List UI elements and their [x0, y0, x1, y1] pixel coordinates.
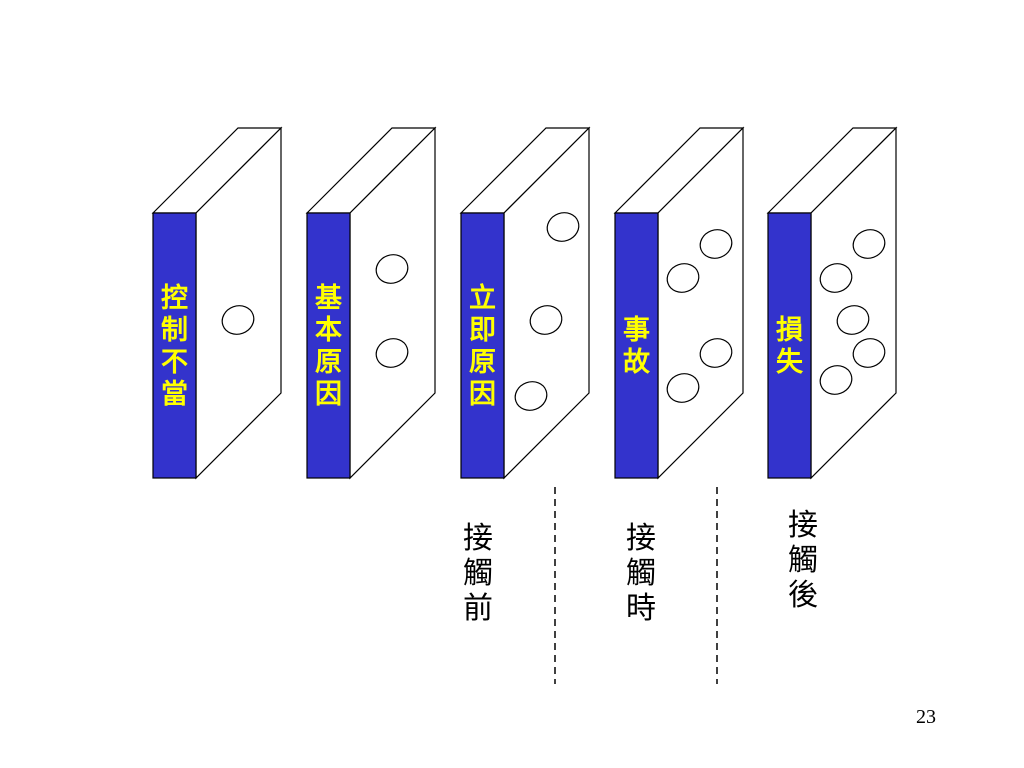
domino-hole — [375, 254, 409, 284]
phase-label-2: 接觸時 — [626, 521, 656, 626]
domino-spine — [460, 212, 505, 479]
domino-hole — [514, 381, 548, 411]
domino-hole — [836, 305, 870, 335]
domino-label: 控制不當 — [161, 283, 188, 410]
domino-spine — [306, 212, 351, 479]
domino-1: 控制不當 — [151, 126, 283, 480]
domino-hole — [852, 229, 886, 259]
domino-label: 事故 — [623, 315, 650, 378]
domino-hole — [546, 212, 580, 242]
domino-5: 損失 — [766, 126, 898, 480]
domino-hole — [666, 373, 700, 403]
domino-hole — [699, 338, 733, 368]
page-number: 23 — [916, 706, 936, 728]
domino-hole — [529, 305, 563, 335]
domino-label: 基本原因 — [315, 283, 343, 410]
domino-2: 基本原因 — [305, 126, 437, 480]
domino-label: 損失 — [776, 315, 804, 378]
domino-spine — [614, 212, 659, 479]
domino-3: 立即原因 — [459, 126, 591, 480]
domino-hole — [375, 338, 409, 368]
phase-label-1: 接觸前 — [463, 521, 493, 626]
domino-4: 事故 — [613, 126, 745, 480]
domino-hole — [819, 263, 853, 293]
domino-spine — [152, 212, 197, 479]
domino-hole — [852, 338, 886, 368]
domino-hole — [221, 305, 255, 335]
domino-hole — [699, 229, 733, 259]
domino-hole — [819, 365, 853, 395]
domino-hole — [666, 263, 700, 293]
phase-label-3: 接觸後 — [788, 508, 818, 613]
domino-spine — [767, 212, 812, 479]
domino-label: 立即原因 — [469, 282, 496, 410]
